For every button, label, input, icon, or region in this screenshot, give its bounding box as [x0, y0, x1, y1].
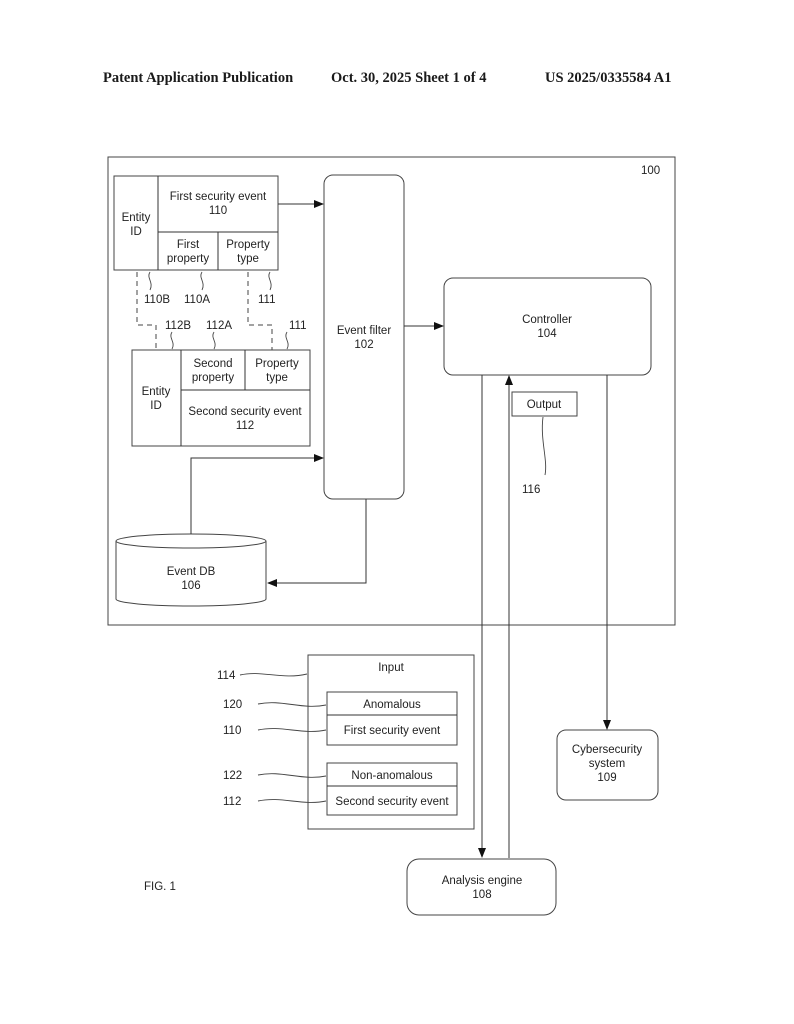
output-label: Output [527, 399, 562, 411]
property-type-2b: type [266, 372, 288, 384]
second-event-title: Second security event [188, 406, 302, 418]
non-anomalous-label: Non-anomalous [351, 770, 432, 782]
non-anomalous-event: Second security event [335, 796, 449, 808]
property-type-2a: Property [255, 358, 299, 370]
analysis-engine-box [406, 858, 557, 916]
figure-label: FIG. 1 [144, 881, 176, 893]
second-security-event-table: Entity ID Second property Property type … [131, 349, 311, 447]
input-group-non-anomalous: Non-anomalous Second security event [326, 762, 458, 816]
arrow-db-to-filter [190, 454, 324, 534]
first-event-ref: 110 [209, 205, 227, 217]
cybersecurity-label-b: system [589, 758, 625, 770]
first-event-title: First security event [170, 191, 267, 203]
publication-date-sheet: Oct. 30, 2025 Sheet 1 of 4 [331, 70, 487, 86]
event-db-label: Event DB [167, 566, 216, 578]
cybersecurity-system-box [556, 729, 659, 801]
ref-120: 120 [223, 699, 242, 711]
publication-header: Patent Application Publication Oct. 30, … [0, 70, 794, 92]
ref-112-input: 112 [223, 796, 241, 808]
event-filter-ref: 102 [354, 339, 373, 351]
system-ref-label: 100 [641, 165, 660, 177]
ref-110A: 110A [184, 294, 210, 306]
event-filter-label: Event filter [337, 325, 391, 337]
ref-116: 116 [522, 484, 540, 496]
ref-111-a: 111 [258, 294, 275, 306]
arrow-filter-to-db [267, 499, 367, 587]
event-db-ref: 106 [181, 580, 200, 592]
first-security-event-table: Entity ID First security event 110 First… [113, 175, 279, 271]
cybersecurity-ref: 109 [597, 772, 616, 784]
first-property-a: First [177, 239, 200, 251]
ref-112A: 112A [206, 320, 232, 332]
publication-number: US 2025/0335584 A1 [545, 70, 672, 86]
event-db-cylinder [115, 533, 267, 607]
ref-122: 122 [223, 770, 242, 782]
output-box [511, 391, 578, 417]
ref-110B: 110B [144, 294, 170, 306]
input-group-anomalous: Anomalous First security event [326, 691, 458, 746]
second-property-a: Second [193, 358, 232, 370]
entity-id-label-2b: ID [150, 400, 162, 412]
property-type-1b: type [237, 253, 259, 265]
controller-label: Controller [522, 314, 572, 326]
ref-111-b: 111 [289, 320, 306, 332]
publication-type: Patent Application Publication [103, 70, 294, 86]
first-property-b: property [167, 253, 209, 265]
controller-ref: 104 [537, 328, 557, 340]
ref-112B: 112B [165, 320, 191, 332]
cybersecurity-label-a: Cybersecurity [572, 744, 643, 756]
analysis-engine-label: Analysis engine [442, 875, 523, 887]
entity-correspondence-line [136, 272, 157, 350]
second-property-b: property [192, 372, 234, 384]
analysis-engine-ref: 108 [472, 889, 491, 901]
ref-114: 114 [217, 670, 236, 682]
second-event-ref: 112 [236, 420, 254, 432]
input-title: Input [378, 662, 404, 674]
controller-box [443, 277, 652, 376]
property-type-1a: Property [226, 239, 270, 251]
ref-110-input: 110 [223, 725, 241, 737]
anomalous-event: First security event [344, 725, 441, 737]
entity-id-label-1b: ID [130, 226, 142, 238]
anomalous-label: Anomalous [363, 699, 421, 711]
entity-id-label-1a: Entity [122, 212, 151, 224]
event-filter-box [323, 174, 405, 500]
entity-id-label-2a: Entity [142, 386, 171, 398]
type-correspondence-line [247, 272, 273, 350]
